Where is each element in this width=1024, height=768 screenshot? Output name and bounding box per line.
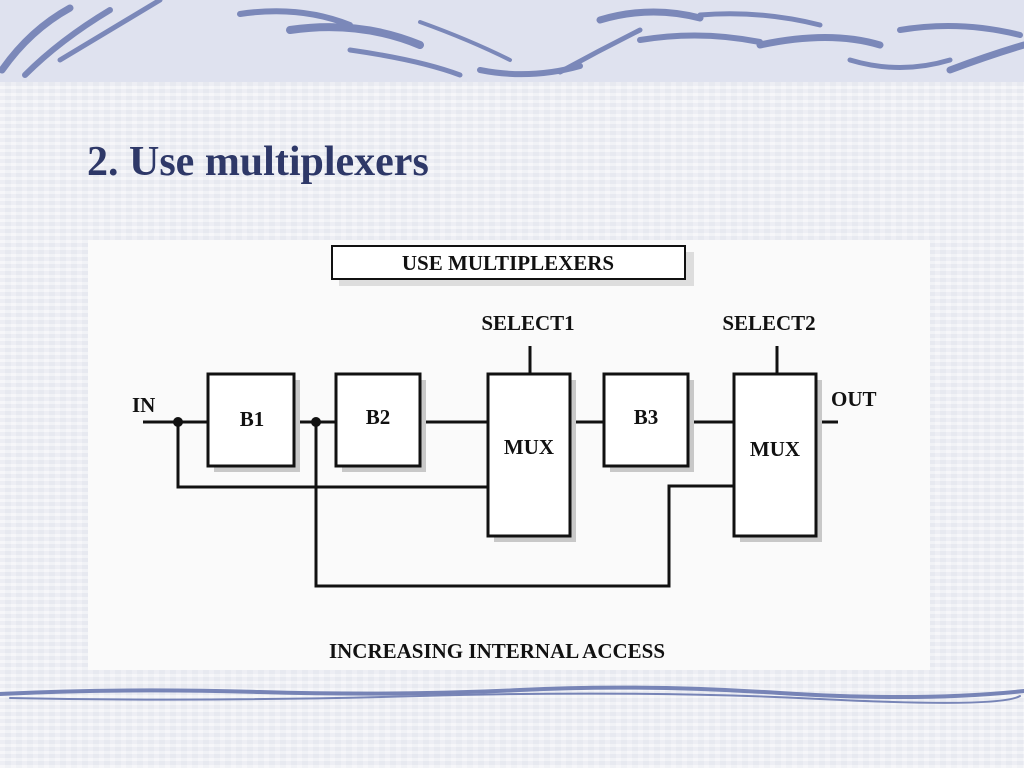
decorative-bottom-line	[0, 685, 1024, 704]
select2-label: SELECT2	[722, 311, 815, 335]
multiplexer-diagram: USE MULTIPLEXERS SELECT1 SELECT2	[88, 240, 930, 670]
slide-title: 2. Use multiplexers	[87, 139, 429, 185]
output-label: OUT	[831, 387, 877, 411]
junction-dot-in	[173, 417, 183, 427]
mux-1-label: MUX	[504, 435, 554, 459]
block-b1-label: B1	[240, 407, 265, 431]
block-b3-label: B3	[634, 405, 659, 429]
mux-2-label: MUX	[750, 437, 800, 461]
diagram-caption: INCREASING INTERNAL ACCESS	[329, 639, 665, 663]
diagram-header: USE MULTIPLEXERS	[402, 251, 614, 275]
mux-1	[486, 372, 572, 538]
block-b1	[206, 372, 296, 468]
header-box	[331, 245, 686, 280]
block-b3	[602, 372, 690, 468]
decorative-top-band	[0, 0, 1024, 82]
block-b2	[334, 372, 422, 468]
input-label: IN	[132, 393, 155, 417]
select1-label: SELECT1	[481, 311, 574, 335]
decorative-swirl-strokes	[0, 0, 1024, 78]
mux-2	[732, 372, 818, 538]
block-b2-label: B2	[366, 405, 391, 429]
junction-dot-b1	[311, 417, 321, 427]
